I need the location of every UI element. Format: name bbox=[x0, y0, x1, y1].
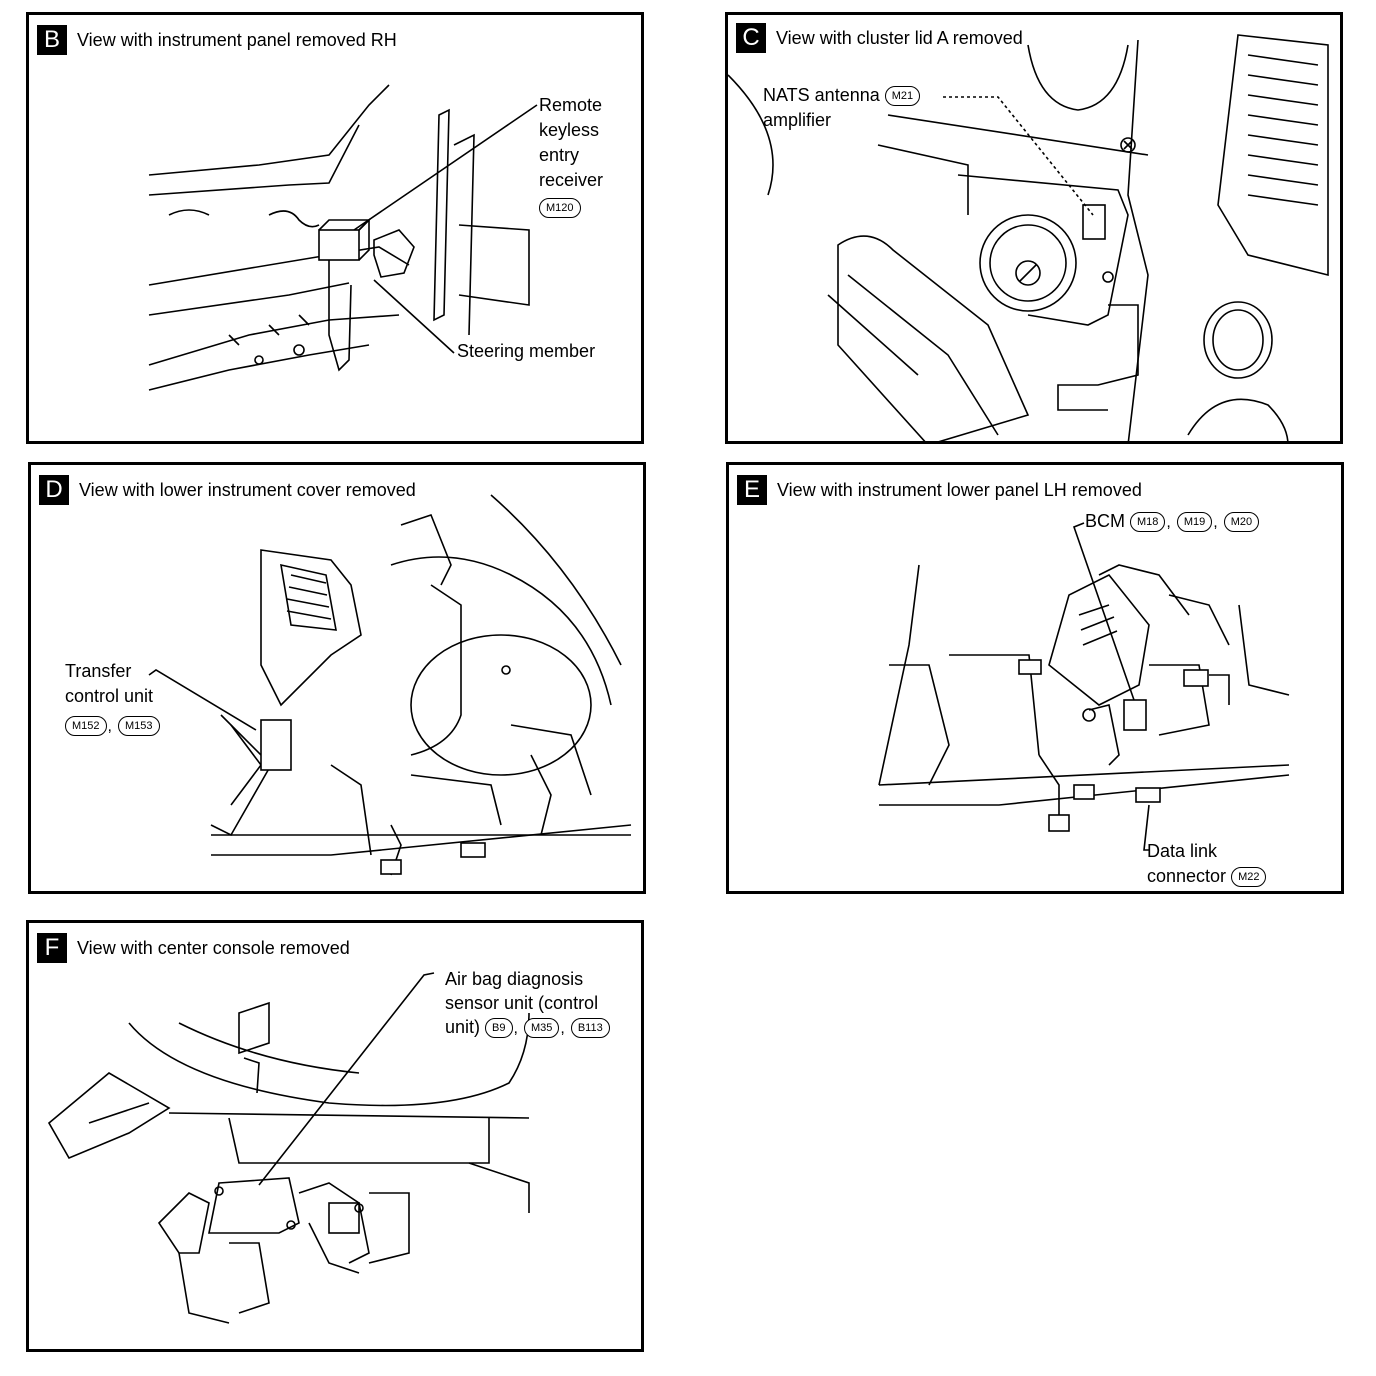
panel-c-letter: C bbox=[736, 23, 766, 53]
panel-c-illustration bbox=[728, 34, 1329, 441]
panel-d-title: View with lower instrument cover removed bbox=[79, 479, 416, 500]
panel-d-illustration bbox=[148, 494, 632, 876]
connector-m152: M152 bbox=[65, 716, 107, 737]
connector-b9: B9 bbox=[485, 1018, 513, 1039]
panel-e-illustration bbox=[878, 522, 1290, 851]
panel-e-letter: E bbox=[737, 475, 767, 505]
airbag-diagnosis-sensor-label: Air bag diagnosis sensor unit (control u… bbox=[445, 967, 610, 1041]
panel-b-title: View with instrument panel removed RH bbox=[77, 29, 397, 50]
connector-b113: B113 bbox=[570, 1018, 610, 1039]
panel-d-header: D View with lower instrument cover remov… bbox=[39, 475, 416, 505]
panel-d-letter: D bbox=[39, 475, 69, 505]
nats-antenna-amplifier-label: NATS antenna M21 amplifier bbox=[763, 83, 921, 133]
panel-b-illustration bbox=[148, 84, 538, 391]
panel-d: D View with lower instrument cover remov… bbox=[28, 462, 646, 894]
connector-m19: M19 bbox=[1176, 512, 1213, 533]
panel-b-letter: B bbox=[37, 25, 67, 55]
connector-m21: M21 bbox=[884, 86, 921, 107]
remote-keyless-receiver-label: Remote keyless entry receiver M120 bbox=[539, 93, 603, 220]
panel-f-illustration bbox=[47, 972, 530, 1324]
panel-c-header: C View with cluster lid A removed bbox=[736, 23, 1023, 53]
panel-f-title: View with center console removed bbox=[77, 937, 350, 958]
panel-f: F View with center console removed Air b… bbox=[26, 920, 644, 1352]
panel-f-header: F View with center console removed bbox=[37, 933, 350, 963]
connector-m20: M20 bbox=[1223, 512, 1260, 533]
steering-member-label: Steering member bbox=[457, 341, 596, 361]
connector-m18: M18 bbox=[1130, 512, 1166, 533]
panel-c: C View with cluster lid A removed NATS a… bbox=[725, 12, 1343, 444]
transfer-control-unit-label: Transfer control unit M152, M153 bbox=[65, 659, 160, 739]
bcm-label: BCM M18, M19, M20 bbox=[1085, 509, 1260, 535]
panel-f-letter: F bbox=[37, 933, 67, 963]
connector-m120: M120 bbox=[539, 198, 581, 219]
panel-c-title: View with cluster lid A removed bbox=[776, 27, 1023, 48]
panel-b: B View with instrument panel removed RH … bbox=[26, 12, 644, 444]
connector-m35: M35 bbox=[523, 1018, 560, 1039]
data-link-connector-label: Data link connector M22 bbox=[1147, 839, 1267, 889]
panel-b-header: B View with instrument panel removed RH bbox=[37, 25, 397, 55]
panel-e-header: E View with instrument lower panel LH re… bbox=[737, 475, 1142, 505]
connector-m153: M153 bbox=[118, 716, 160, 737]
panel-e: E View with instrument lower panel LH re… bbox=[726, 462, 1344, 894]
connector-m22: M22 bbox=[1231, 867, 1267, 888]
panel-e-title: View with instrument lower panel LH remo… bbox=[777, 479, 1142, 500]
